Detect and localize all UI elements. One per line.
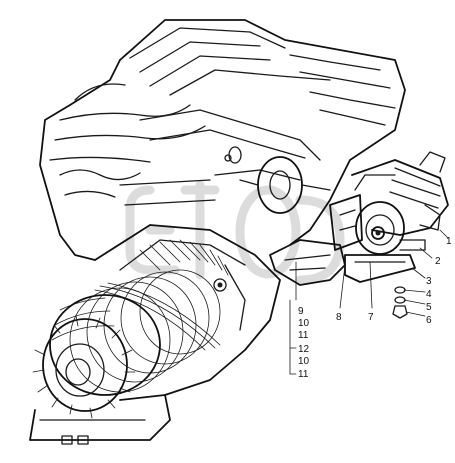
callout-12: 12	[298, 344, 310, 355]
fin-rings	[69, 269, 221, 393]
callout-2: 2	[435, 256, 441, 267]
callout-9: 9	[298, 306, 304, 317]
callout-7: 7	[368, 312, 374, 323]
callout-4: 4	[426, 289, 432, 300]
callout-6: 6	[426, 315, 432, 326]
callout-3: 3	[426, 276, 432, 287]
callout-10b: 10	[298, 356, 310, 367]
callout-labels: 1 2 3 4 5 6 7 8 9 10 11 12 10 11	[298, 236, 452, 380]
callout-1: 1	[446, 236, 452, 247]
engine-block	[39, 19, 406, 261]
generator	[351, 151, 449, 255]
watermark-logo	[125, 180, 345, 285]
callout-11a: 11	[298, 330, 309, 341]
fan-housing	[94, 224, 281, 401]
leader-lines	[289, 229, 449, 375]
callout-5: 5	[426, 302, 432, 313]
transmission-drum	[29, 269, 221, 445]
callout-8: 8	[336, 312, 342, 323]
callout-10a: 10	[298, 318, 310, 329]
callout-11b: 11	[298, 369, 309, 380]
